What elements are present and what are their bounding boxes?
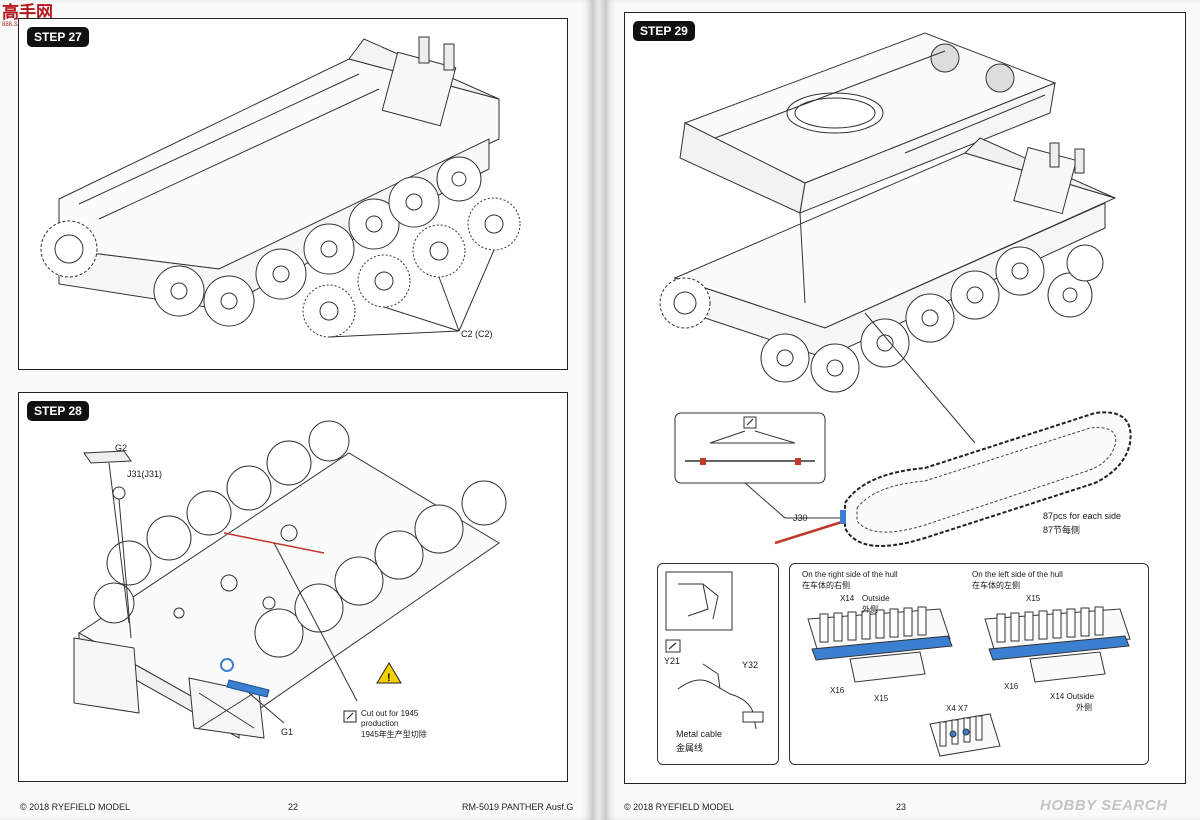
- left-side-title: On the left side of the hull: [972, 570, 1063, 579]
- step-27-label: STEP 27: [27, 27, 89, 47]
- track-note-line2: 87节每侧: [1043, 525, 1081, 535]
- left-part-x14-outside: X14 Outside: [1050, 692, 1095, 701]
- page-right: STEP 29: [606, 0, 1200, 820]
- step-29-assembly-drawing: [659, 32, 1132, 547]
- watermark: HOBBY SEARCH: [1040, 797, 1168, 814]
- track-note-line1: 87pcs for each side: [1043, 511, 1122, 521]
- step-28-panel: STEP 28: [18, 392, 568, 782]
- part-label-g2: G2: [115, 443, 128, 453]
- part-label-j30: J30: [793, 513, 808, 523]
- left-part-x16: X16: [1004, 682, 1019, 691]
- track-orientation-inset: On the right side of the hull 在车体的右侧 X14…: [789, 563, 1149, 765]
- right-outside-label: Outside: [862, 594, 890, 603]
- step-27-panel: STEP 27: [18, 18, 568, 370]
- extra-parts-x4-x7: X4 X7: [946, 704, 968, 713]
- metal-cable-label: Metal cable: [676, 729, 723, 739]
- footer-right-copyright: © 2018 RYEFIELD MODEL: [624, 802, 735, 812]
- cut-note-line2: production: [361, 719, 399, 728]
- site-logo: 高手网: [2, 3, 53, 22]
- metal-cable-drawing: [665, 571, 764, 730]
- right-outside-cn: 外侧: [862, 605, 878, 614]
- part-label-g1: G1: [281, 727, 294, 737]
- step-29-label: STEP 29: [633, 21, 695, 41]
- footer-right-page-number: 23: [896, 802, 907, 812]
- step-28-hull-underside-drawing: !: [73, 420, 507, 739]
- left-outside-cn: 外侧: [1076, 703, 1092, 712]
- metal-cable-inset: Y21 Y32 Metal cable 金属线: [657, 563, 779, 765]
- step-29-panel: STEP 29: [624, 12, 1186, 784]
- part-label-c2: C2 (C2): [461, 329, 493, 339]
- step-27-hull-drawing: [40, 36, 521, 338]
- right-part-x14: X14: [840, 594, 855, 603]
- footer-left-copyright: © 2018 RYEFIELD MODEL: [20, 802, 131, 812]
- track-orientation-drawing: [807, 606, 1131, 757]
- metal-cable-label-cn: 金属线: [676, 743, 704, 753]
- part-label-y32: Y32: [742, 660, 759, 670]
- right-side-title-cn: 在车体的右侧: [802, 581, 850, 590]
- right-part-x16: X16: [830, 686, 845, 695]
- cut-note-line3: 1945年生产型切除: [361, 730, 427, 739]
- left-side-title-cn: 在车体的左侧: [972, 581, 1020, 590]
- svg-text:!: !: [387, 672, 391, 684]
- page-left: 高手网 888.3JIHOU.COM STEP 27: [0, 0, 592, 820]
- cut-note-line1: Cut out for 1945: [361, 709, 419, 718]
- footer-left-page-number: 22: [288, 802, 299, 812]
- right-side-title: On the right side of the hull: [802, 570, 898, 579]
- part-label-y21: Y21: [664, 656, 681, 666]
- page-gutter: [592, 0, 606, 820]
- footer-product-code: RM-5019 PANTHER Ausf.G: [462, 802, 574, 812]
- left-part-x15: X15: [1026, 594, 1041, 603]
- step-28-label: STEP 28: [27, 401, 89, 421]
- right-part-x15: X15: [874, 694, 889, 703]
- part-label-j31: J31(J31): [127, 469, 163, 479]
